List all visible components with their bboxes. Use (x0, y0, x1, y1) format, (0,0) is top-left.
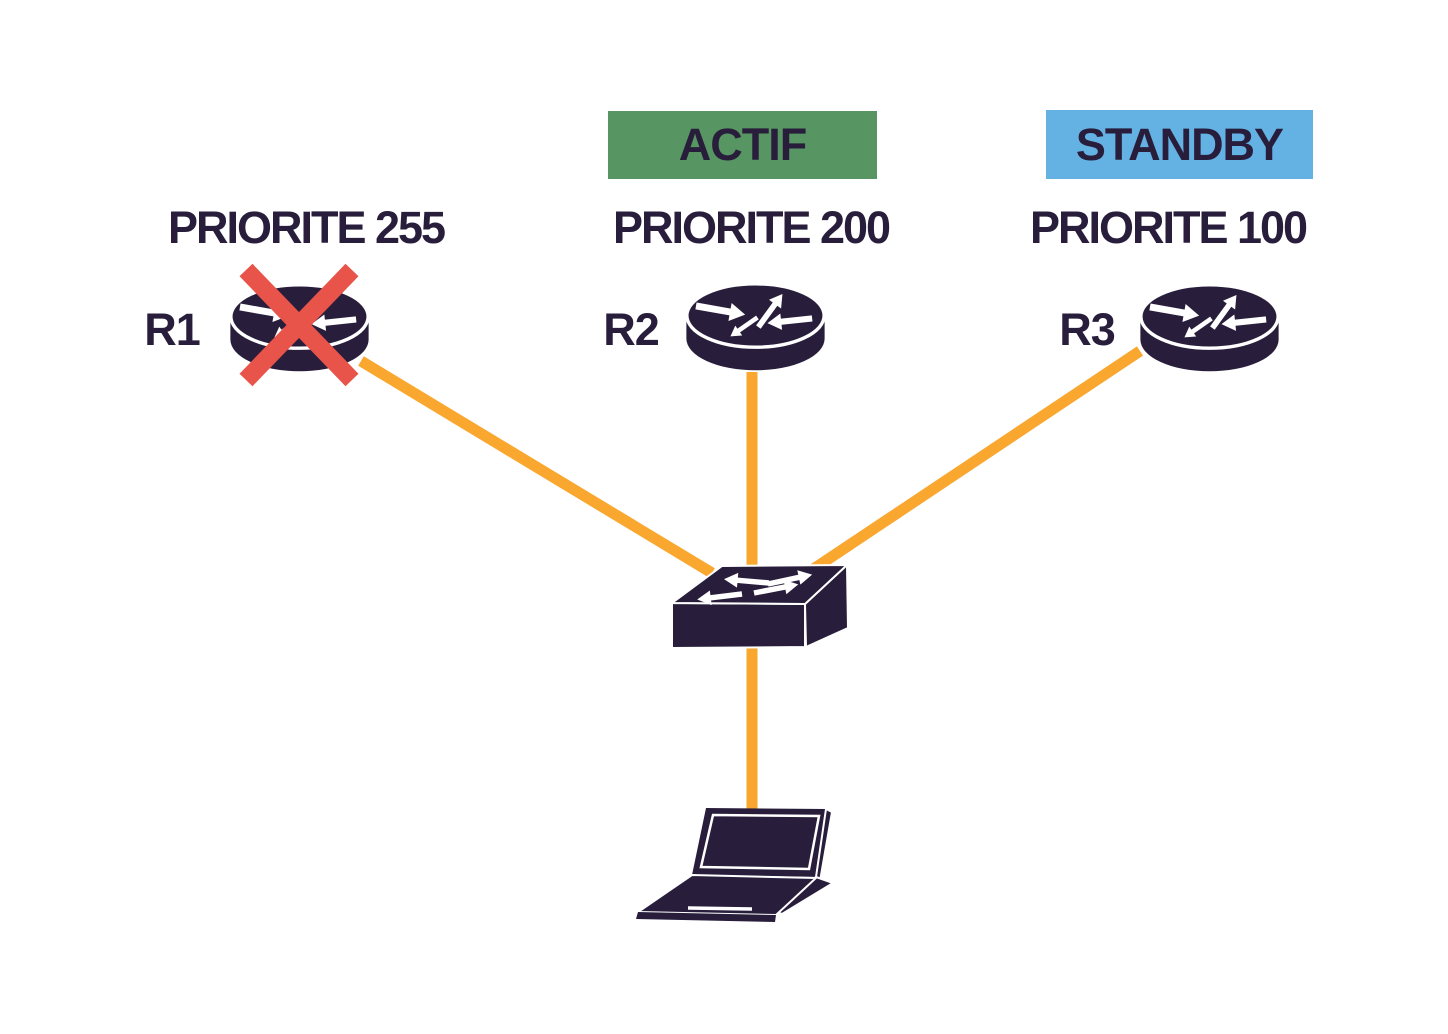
link-r3-switch (802, 346, 1144, 579)
router-r2-priority-label: PRIORITE 200 (612, 202, 891, 253)
link-r1-switch (358, 356, 715, 578)
laptop-icon (634, 807, 836, 922)
switch-icon (672, 563, 848, 649)
router-icon-r3 (1137, 282, 1282, 378)
router-r3-priority-label: PRIORITE 100 (1029, 202, 1308, 253)
failure-cross-icon (239, 263, 359, 387)
standby-badge: STANDBY (1046, 110, 1313, 179)
router-r3-name-label: R3 (1059, 304, 1116, 355)
router-icon-r2 (683, 281, 828, 377)
router-r2-name-label: R2 (603, 304, 660, 355)
actif-badge: ACTIF (608, 111, 877, 179)
router-r1-priority-label: PRIORITE 255 (167, 202, 446, 253)
standby-badge-label: STANDBY (1075, 118, 1284, 170)
router-r1-name-label: R1 (144, 304, 201, 355)
actif-badge-label: ACTIF (678, 119, 807, 170)
